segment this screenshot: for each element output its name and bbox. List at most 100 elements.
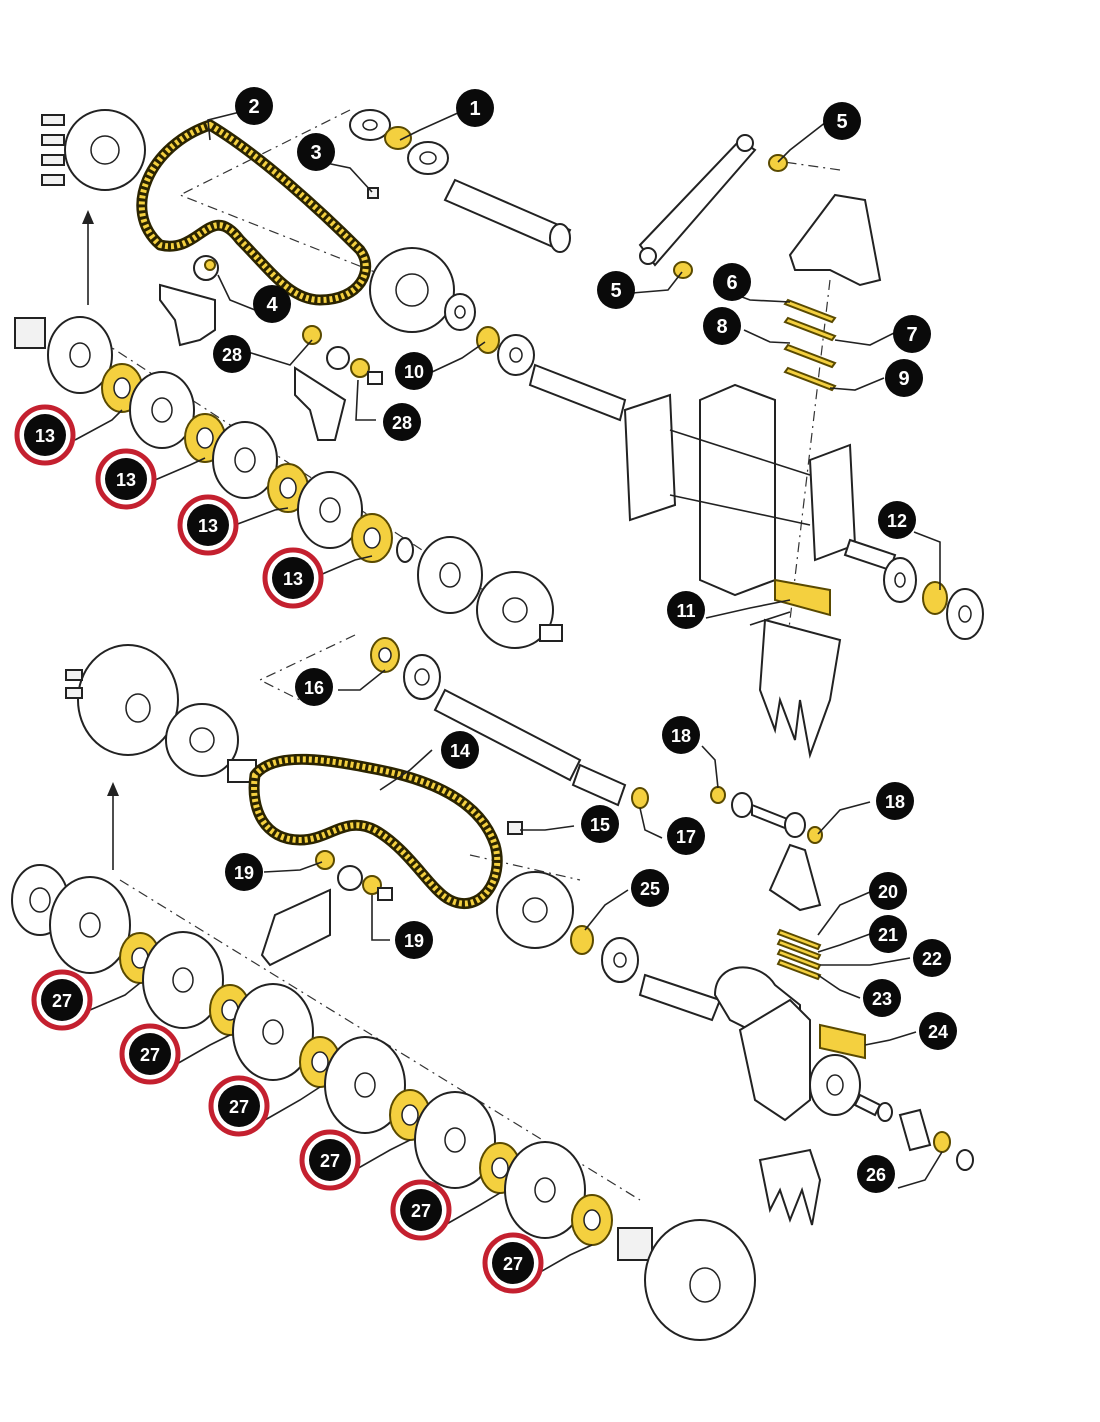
callout-2: 2 bbox=[235, 87, 273, 125]
callout-number: 28 bbox=[222, 345, 242, 365]
callout-number: 27 bbox=[229, 1097, 249, 1117]
callout-number: 19 bbox=[234, 863, 254, 883]
callout-25: 25 bbox=[631, 869, 669, 907]
callout-badge bbox=[492, 1242, 534, 1284]
callout-number: 23 bbox=[872, 989, 892, 1009]
callout-number: 20 bbox=[878, 882, 898, 902]
callout-7: 7 bbox=[893, 315, 931, 353]
callout-28: 28 bbox=[383, 403, 421, 441]
callout-badge bbox=[213, 335, 251, 373]
callout-5: 5 bbox=[597, 271, 635, 309]
callout-badge bbox=[295, 668, 333, 706]
callout-19: 19 bbox=[395, 921, 433, 959]
callout-number: 27 bbox=[503, 1254, 523, 1274]
callout-number: 16 bbox=[304, 678, 324, 698]
callout-badge bbox=[863, 979, 901, 1017]
callout-number: 5 bbox=[836, 111, 847, 133]
callout-number: 19 bbox=[404, 931, 424, 951]
callout-number: 14 bbox=[450, 741, 470, 761]
callout-number: 27 bbox=[140, 1045, 160, 1065]
callout-6: 6 bbox=[713, 263, 751, 301]
callout-22: 22 bbox=[913, 939, 951, 977]
callout-badge bbox=[876, 782, 914, 820]
callout-badge bbox=[441, 731, 479, 769]
callout-12: 12 bbox=[878, 501, 916, 539]
callout-27: 27 bbox=[31, 969, 93, 1031]
callout-number: 5 bbox=[610, 280, 621, 302]
lower-crank-assembly bbox=[638, 966, 882, 1122]
callout-number: 12 bbox=[887, 511, 907, 531]
callout-number: 21 bbox=[878, 925, 898, 945]
callout-13: 13 bbox=[14, 404, 76, 466]
callout-badge bbox=[667, 817, 705, 855]
callout-badge bbox=[456, 89, 494, 127]
callout-badge bbox=[235, 87, 273, 125]
callout-badge bbox=[885, 359, 923, 397]
callout-27: 27 bbox=[390, 1179, 452, 1241]
callout-badge bbox=[713, 263, 751, 301]
callout-number: 27 bbox=[52, 991, 72, 1011]
callout-number: 1 bbox=[469, 98, 480, 120]
callout-badge bbox=[913, 939, 951, 977]
callout-number: 3 bbox=[310, 142, 321, 164]
upper-large-sprocket bbox=[369, 247, 455, 333]
callout-27: 27 bbox=[119, 1023, 181, 1085]
callout-badge bbox=[581, 805, 619, 843]
callout-badge bbox=[662, 716, 700, 754]
callout-number: 27 bbox=[411, 1201, 431, 1221]
callout-13: 13 bbox=[177, 494, 239, 556]
callout-badge bbox=[400, 1189, 442, 1231]
callout-27: 27 bbox=[208, 1075, 270, 1137]
callout-23: 23 bbox=[863, 979, 901, 1017]
callout-27: 27 bbox=[482, 1232, 544, 1294]
callout-number: 10 bbox=[404, 362, 424, 382]
callout-number: 15 bbox=[590, 815, 610, 835]
callout-5: 5 bbox=[823, 102, 861, 140]
callout-badge bbox=[253, 285, 291, 323]
callout-24: 24 bbox=[919, 1012, 957, 1050]
callout-badge bbox=[893, 315, 931, 353]
upper-assembly bbox=[14, 109, 984, 759]
callout-number: 2 bbox=[248, 96, 259, 118]
callout-badge bbox=[41, 979, 83, 1021]
callout-16: 16 bbox=[295, 668, 333, 706]
callout-badge bbox=[667, 591, 705, 629]
callout-21: 21 bbox=[869, 915, 907, 953]
callout-number: 18 bbox=[885, 792, 905, 812]
callout-badge bbox=[218, 1085, 260, 1127]
callout-number: 27 bbox=[320, 1151, 340, 1171]
callout-badge bbox=[631, 869, 669, 907]
lower-drive-drum bbox=[65, 644, 257, 783]
callout-number: 9 bbox=[898, 368, 909, 390]
callout-1: 1 bbox=[456, 89, 494, 127]
callout-3: 3 bbox=[297, 133, 335, 171]
callout-number: 26 bbox=[866, 1165, 886, 1185]
callout-number: 28 bbox=[392, 413, 412, 433]
lower-assembly bbox=[11, 634, 974, 1341]
callout-badge bbox=[703, 307, 741, 345]
callout-4: 4 bbox=[253, 285, 291, 323]
callout-9: 9 bbox=[885, 359, 923, 397]
callout-number: 8 bbox=[716, 316, 727, 338]
callout-number: 13 bbox=[198, 516, 218, 536]
callout-number: 18 bbox=[671, 726, 691, 746]
upper-clutch-pack bbox=[14, 316, 563, 649]
callout-17: 17 bbox=[667, 817, 705, 855]
callout-number: 4 bbox=[266, 294, 278, 316]
callout-badge bbox=[383, 403, 421, 441]
callout-10: 10 bbox=[395, 352, 433, 390]
upper-drive-sprocket bbox=[41, 109, 146, 191]
callout-19: 19 bbox=[225, 853, 263, 891]
callout-number: 22 bbox=[922, 949, 942, 969]
callout-badge bbox=[857, 1155, 895, 1193]
callout-18: 18 bbox=[876, 782, 914, 820]
callout-13: 13 bbox=[262, 547, 324, 609]
callout-28: 28 bbox=[213, 335, 251, 373]
callout-badge bbox=[272, 557, 314, 599]
callout-number: 25 bbox=[640, 879, 660, 899]
callout-badge bbox=[395, 921, 433, 959]
callout-number: 24 bbox=[928, 1022, 948, 1042]
callout-number: 17 bbox=[676, 827, 696, 847]
callout-number: 7 bbox=[906, 324, 917, 346]
